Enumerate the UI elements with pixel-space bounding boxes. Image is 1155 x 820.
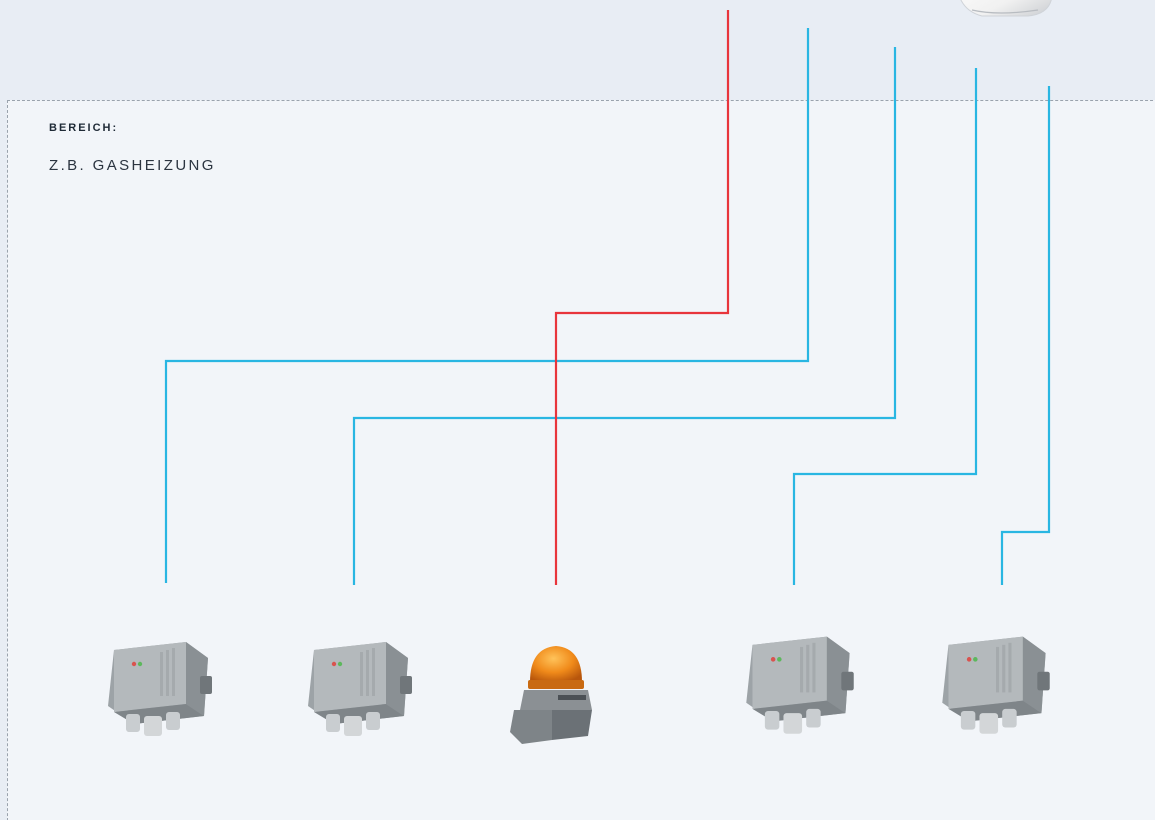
sensor-wire-2	[354, 47, 895, 585]
warning-light	[508, 640, 608, 748]
gas-sensor-box-icon	[746, 637, 853, 734]
gas-sensor-box-icon	[308, 642, 412, 736]
sensor-wire-3	[794, 68, 976, 585]
sensor-wire-1	[166, 28, 808, 583]
gas-sensor-4	[934, 622, 1058, 738]
gas-sensor-box-icon	[942, 637, 1049, 734]
alarm-wire	[556, 10, 728, 585]
gas-sensor-2	[300, 628, 420, 740]
gas-sensor-3	[738, 622, 862, 738]
warning-beacon-icon	[510, 646, 592, 744]
gas-sensor-box-icon	[108, 642, 212, 736]
sensor-wire-4	[1002, 86, 1049, 585]
gas-sensor-1	[100, 628, 220, 740]
